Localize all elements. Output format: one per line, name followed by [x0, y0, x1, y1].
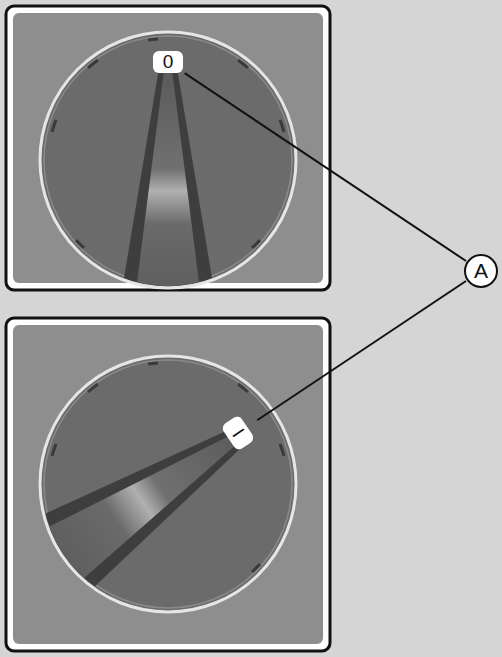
- panel-frame: [6, 318, 330, 651]
- panel-face: [13, 325, 323, 644]
- switch-position: 0: [163, 52, 174, 72]
- callout-letter: A: [474, 259, 488, 283]
- switch-knob: [122, 68, 214, 290]
- panel-frame: [6, 6, 330, 290]
- position-label: I: [220, 414, 255, 451]
- switch-position: I: [228, 425, 248, 441]
- switch-knob: [35, 394, 270, 594]
- leader-line: [185, 73, 466, 261]
- leader-line: [257, 281, 466, 420]
- callout-letter: A: [464, 254, 498, 288]
- position-label: 0: [153, 51, 183, 73]
